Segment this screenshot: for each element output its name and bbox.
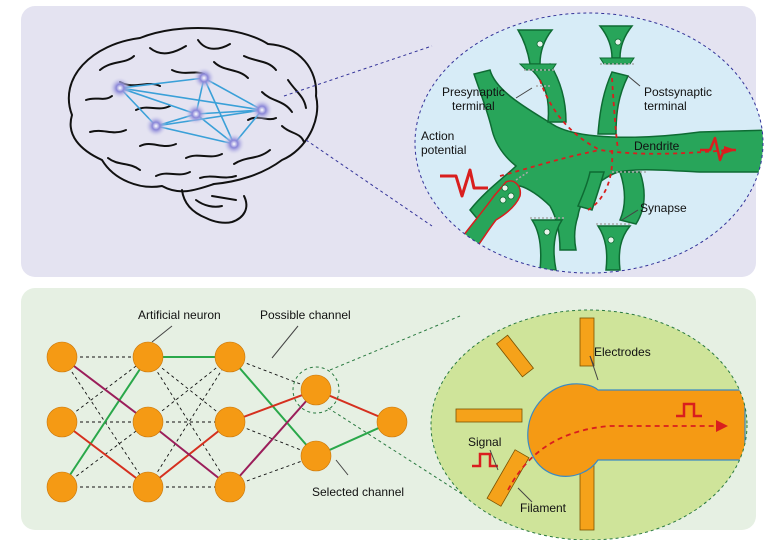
- postsynaptic-label-2: terminal: [644, 99, 687, 113]
- device-pulse: [676, 402, 702, 418]
- zoom-line: [283, 45, 433, 97]
- possible-channel-label: Possible channel: [260, 308, 351, 322]
- artificial-neuron-label: Artificial neuron: [138, 308, 221, 322]
- dendrite-spike: [700, 136, 736, 162]
- zoom-line: [327, 407, 491, 513]
- postsynaptic-label-1: Postsynaptic: [644, 85, 712, 99]
- selected-channel-label: Selected channel: [312, 485, 404, 499]
- action-potential-label-1: Action: [421, 129, 454, 143]
- signal-pulse: [472, 452, 498, 468]
- neuron-labels: Presynaptic terminal Postsynaptic termin…: [421, 75, 712, 221]
- brain-illustration: [67, 26, 319, 224]
- artificial-network: [46, 341, 408, 503]
- artificial-labels: Artificial neuron Possible channel Selec…: [138, 308, 651, 515]
- device-zoom: [430, 309, 748, 540]
- zoom-line: [329, 315, 461, 371]
- dendrite-label: Dendrite: [634, 139, 680, 153]
- brain-network: [109, 67, 273, 155]
- synapse-label: Synapse: [640, 201, 687, 215]
- presynaptic-label-1: Presynaptic: [442, 85, 505, 99]
- presynaptic-label-2: terminal: [452, 99, 495, 113]
- electrodes-label: Electrodes: [594, 345, 651, 359]
- action-potential-label-2: potential: [421, 143, 466, 157]
- filament-label: Filament: [520, 501, 567, 515]
- neuron-zoom: [414, 12, 764, 274]
- zoom-line: [305, 139, 433, 227]
- action-potential-spike: [440, 168, 488, 198]
- signal-label: Signal: [468, 435, 501, 449]
